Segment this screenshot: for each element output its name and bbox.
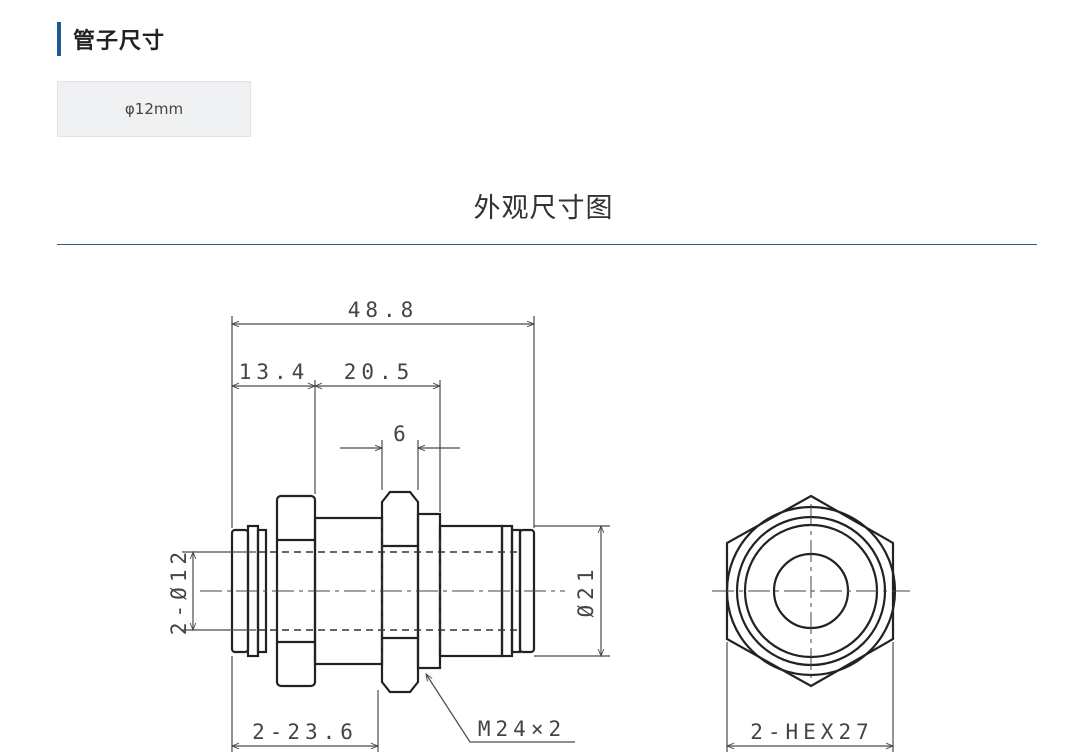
left-segment-label: 13.4: [239, 360, 310, 384]
overall-length-label: 48.8: [348, 298, 419, 322]
tube-size-option[interactable]: φ12mm: [57, 81, 251, 137]
section-header: 管子尺寸: [57, 22, 165, 56]
panel-hex-label: 2-23.6: [252, 720, 358, 744]
extension-lines: [182, 316, 610, 752]
nut-width-label: 6: [393, 422, 411, 446]
drawing-title: 外观尺寸图: [473, 193, 614, 224]
thread-label: M24×2: [478, 717, 566, 741]
middle-segment-label: 20.5: [344, 360, 415, 384]
section-accent-bar: [57, 22, 61, 56]
section-title: 管子尺寸: [73, 29, 166, 54]
tube-od-label: 2-Ø12: [167, 547, 191, 635]
side-view: [200, 490, 565, 694]
end-hex-label: 2-HEX27: [750, 720, 874, 744]
end-view: [712, 494, 910, 688]
dimension-lines: [189, 320, 605, 750]
title-divider: [57, 244, 1037, 245]
body-dia-label: Ø21: [574, 565, 598, 618]
